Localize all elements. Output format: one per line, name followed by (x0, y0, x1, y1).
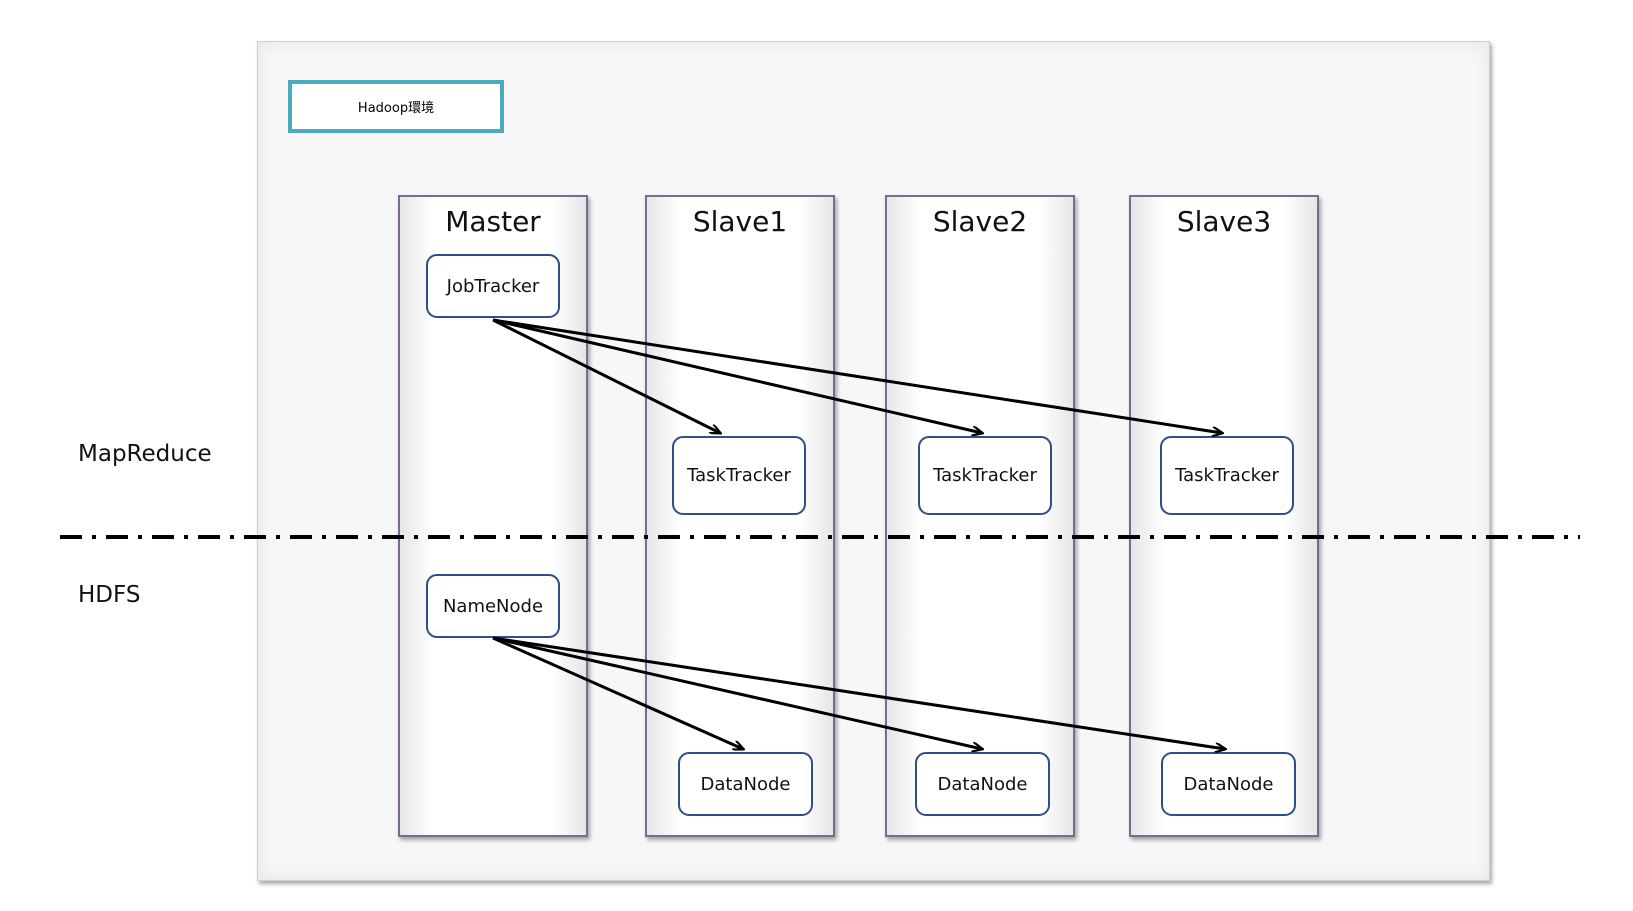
column-title-slave3: Slave3 (1176, 205, 1272, 238)
namenode-node: NameNode (426, 574, 560, 638)
column-slave2: Slave2 (885, 195, 1075, 837)
datanode-label-slave3: DataNode (1183, 773, 1274, 795)
datanode-node-slave1: DataNode (678, 752, 813, 816)
namenode-label: NameNode (442, 595, 544, 617)
column-title-slave1: Slave1 (692, 205, 788, 238)
datanode-label-slave2: DataNode (937, 773, 1028, 795)
tasktracker-label-slave1: TaskTracker (687, 465, 791, 486)
tasktracker-label-slave2: TaskTracker (933, 465, 1037, 486)
tasktracker-node-slave3: TaskTracker (1160, 436, 1294, 515)
layer-label-hdfs: HDFS (78, 582, 141, 608)
tasktracker-node-slave1: TaskTracker (672, 436, 806, 515)
tasktracker-node-slave2: TaskTracker (918, 436, 1052, 515)
datanode-label-slave1: DataNode (700, 773, 791, 795)
column-title-slave2: Slave2 (932, 205, 1028, 238)
tasktracker-label-slave3: TaskTracker (1175, 465, 1279, 486)
datanode-node-slave2: DataNode (915, 752, 1050, 816)
environment-title-box: Hadoop環境 (288, 80, 504, 133)
column-slave3: Slave3 (1129, 195, 1319, 837)
jobtracker-node: JobTracker (426, 254, 560, 318)
jobtracker-label: JobTracker (446, 275, 540, 297)
column-slave1: Slave1 (645, 195, 835, 837)
datanode-node-slave3: DataNode (1161, 752, 1296, 816)
layer-label-mapreduce: MapReduce (78, 441, 212, 467)
column-title-master: Master (445, 205, 541, 238)
environment-title: Hadoop環境 (357, 101, 435, 116)
